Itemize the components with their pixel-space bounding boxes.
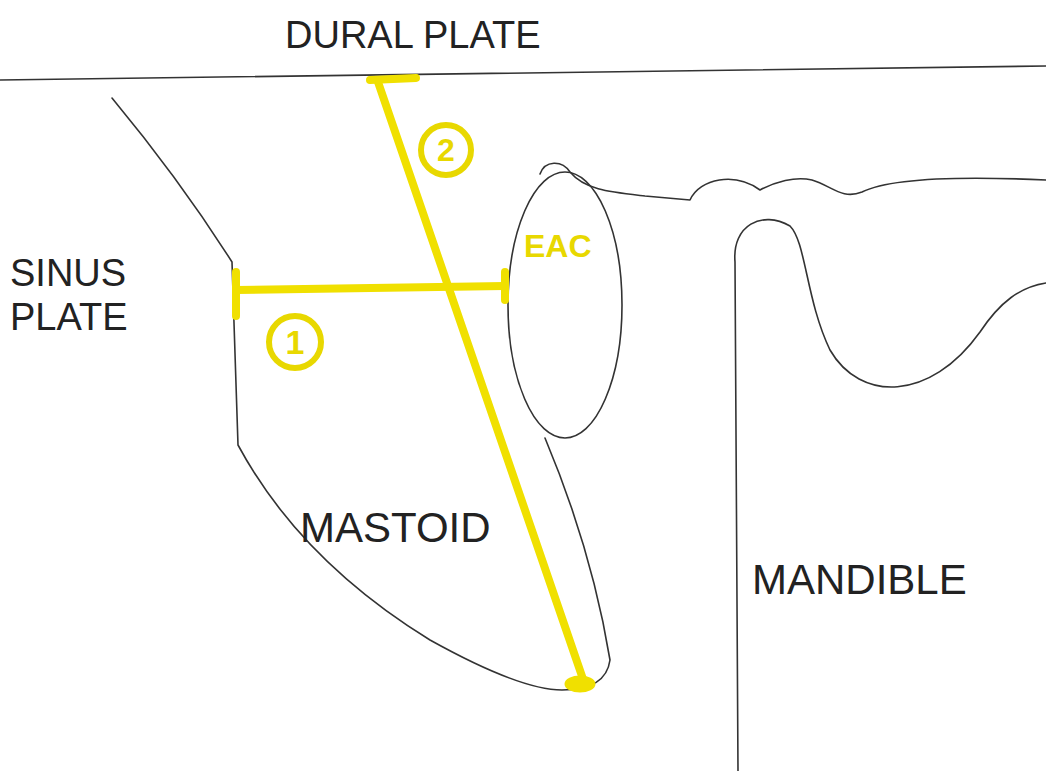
measure-cap (232, 272, 240, 316)
plate-label: SINUS PLATE (10, 252, 160, 339)
callout-number: 1 (286, 325, 305, 359)
measure-cap (566, 677, 594, 691)
callout-circle: 2 (418, 122, 474, 178)
tympanic-outline (540, 163, 1046, 200)
dural-line (0, 66, 1046, 80)
mandible-outline (735, 220, 1046, 771)
bone-label: MASTOID (300, 504, 530, 552)
callout-number: 2 (437, 134, 455, 166)
temporal-bone-outline (112, 98, 610, 690)
measure-line (378, 82, 584, 682)
bone-label: MANDIBLE (752, 556, 1032, 604)
measure-line (236, 286, 505, 290)
measure-cap (370, 78, 416, 80)
measure-cap (501, 272, 509, 300)
callout-circle: 1 (266, 313, 324, 371)
ear-canal-outline (508, 172, 622, 438)
plate-label: DURAL PLATE (285, 14, 545, 58)
canal-label: EAC (524, 228, 614, 265)
